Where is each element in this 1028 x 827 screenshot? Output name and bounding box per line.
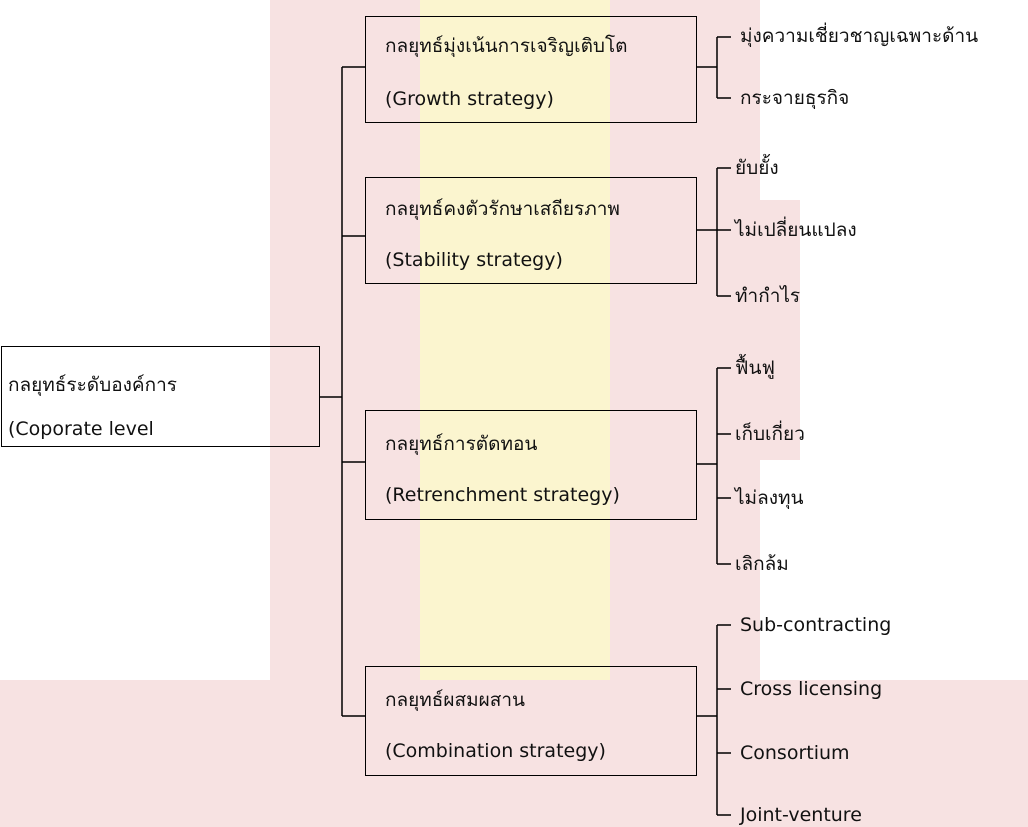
option-label: ไม่เปลี่ยนแปลง bbox=[735, 219, 857, 241]
strategy-title-th: กลยุทธ์การตัดทอน bbox=[385, 433, 538, 455]
root-title-th: กลยุทธ์ระดับองค์การ bbox=[8, 374, 177, 396]
strategy-title-en: (Retrenchment strategy) bbox=[385, 484, 620, 506]
option-label: ยับยั้ง bbox=[735, 157, 779, 179]
strategy-box-combination: กลยุทธ์ผสมผสาน (Combination strategy) bbox=[365, 666, 697, 776]
option-label: Consortium bbox=[740, 742, 850, 764]
root-box: กลยุทธ์ระดับองค์การ (Coporate level bbox=[1, 346, 320, 447]
option-label: มุ่งความเชี่ยวชาญเฉพาะด้าน bbox=[740, 25, 979, 47]
combination-options-connector bbox=[697, 624, 731, 816]
strategy-title-en: (Stability strategy) bbox=[385, 249, 563, 271]
option-label: ทำกำไร bbox=[735, 285, 801, 307]
strategy-box-stability: กลยุทธ์คงตัวรักษาเสถียรภาพ (Stability st… bbox=[365, 177, 697, 284]
option-label: ฟื้นฟู bbox=[735, 357, 775, 379]
option-label: กระจายธุรกิจ bbox=[740, 87, 850, 109]
root-title-en: (Coporate level bbox=[8, 418, 154, 440]
strategy-title-th: กลยุทธ์ผสมผสาน bbox=[385, 689, 526, 711]
growth-options-connector bbox=[697, 36, 731, 99]
strategy-title-en: (Combination strategy) bbox=[385, 740, 606, 762]
option-label: Sub-contracting bbox=[740, 614, 892, 636]
option-label: ไม่ลงทุน bbox=[735, 487, 804, 509]
option-label: Joint-venture bbox=[740, 804, 862, 826]
strategy-title-th: กลยุทธ์มุ่งเน้นการเจริญเติบโต bbox=[385, 35, 628, 57]
retrenchment-options-connector bbox=[697, 367, 731, 565]
stability-options-connector bbox=[697, 167, 731, 297]
strategy-box-growth: กลยุทธ์มุ่งเน้นการเจริญเติบโต (Growth st… bbox=[365, 16, 697, 123]
strategy-title-en: (Growth strategy) bbox=[385, 88, 554, 110]
option-label: เก็บเกี่ยว bbox=[735, 423, 805, 445]
strategy-box-retrenchment: กลยุทธ์การตัดทอน (Retrenchment strategy) bbox=[365, 410, 697, 520]
option-label: เลิกล้ม bbox=[735, 553, 789, 575]
strategy-title-th: กลยุทธ์คงตัวรักษาเสถียรภาพ bbox=[385, 198, 620, 220]
option-label: Cross licensing bbox=[740, 678, 883, 700]
